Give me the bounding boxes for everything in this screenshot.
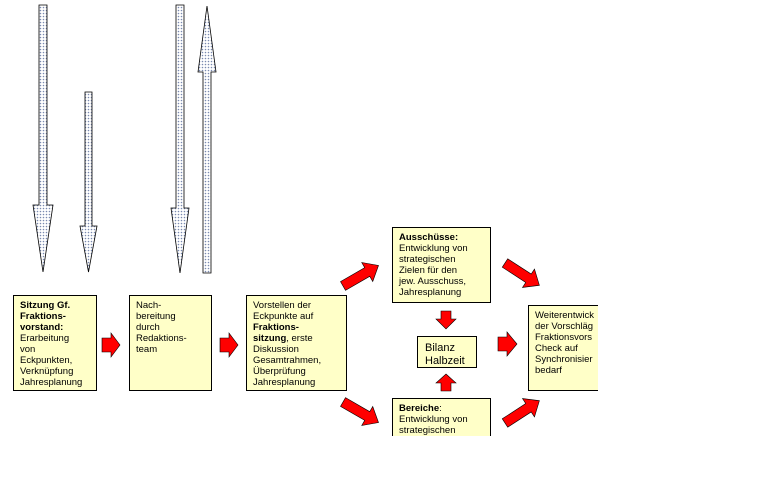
down-arrow-1 — [32, 4, 54, 273]
down-arrow-3 — [170, 4, 190, 274]
nachbereitung-3: durch — [136, 322, 160, 333]
arrows-layer — [32, 4, 540, 428]
vorstellen-pre-2: Eckpunkte auf — [253, 311, 314, 322]
sitzung-box: Sitzung Gf. Fraktions- vorstand: Erarbei… — [13, 295, 97, 391]
bereiche-title-suffix: : — [439, 403, 442, 414]
sitzung-body-1: Erarbeitung — [20, 333, 70, 344]
sitzung-title-line-3: vorstand: — [20, 322, 64, 333]
right-arrow-2 — [219, 332, 239, 358]
down-arrow-bilanz — [435, 310, 457, 330]
diag-arrow-down-right — [501, 258, 540, 288]
bilanz-box: Bilanz Halbzeit — [417, 336, 477, 368]
weiter-5: Synchronisier — [535, 354, 593, 365]
bereiche-box: Bereiche: Entwicklung von strategischen — [392, 398, 491, 436]
nachbereitung-2: bereitung — [136, 311, 176, 322]
vorstellen-bold-2: sitzung — [253, 333, 287, 344]
bilanz-2: Halbzeit — [425, 355, 465, 367]
ausschuesse-2: strategischen — [399, 254, 456, 265]
weiter-4: Check auf — [535, 343, 578, 354]
vorstellen-post-2: Gesamtrahmen, — [253, 355, 322, 366]
vorstellen-box: Vorstellen der Eckpunkte auf Fraktions- … — [246, 295, 347, 391]
bereiche-1: Entwicklung von — [399, 414, 468, 425]
diag-arrow-up-left — [340, 262, 379, 291]
ausschuesse-title: Ausschüsse: — [399, 232, 459, 243]
down-arrow-2 — [79, 91, 98, 273]
weiter-2: der Vorschläg — [535, 321, 594, 332]
sitzung-body-5: Jahresplanung — [20, 377, 83, 388]
sitzung-body-2: von — [20, 344, 36, 355]
bereiche-2: strategischen — [399, 425, 456, 436]
ausschuesse-box: Ausschüsse: Entwicklung von strategische… — [392, 227, 491, 303]
nachbereitung-4: Redaktions- — [136, 333, 187, 344]
sitzung-body-4: Verknüpfung — [20, 366, 74, 377]
right-arrow-1 — [101, 332, 121, 358]
weiter-1: Weiterentwick — [535, 310, 594, 321]
bilanz-1: Bilanz — [425, 342, 455, 354]
ausschuesse-4: jew. Ausschuss, — [399, 276, 467, 287]
up-arrow-bilanz — [435, 373, 457, 392]
ausschuesse-5: Jahresplanung — [399, 287, 462, 298]
vorstellen-pre-1: Vorstellen der — [253, 300, 312, 311]
nachbereitung-1: Nach- — [136, 300, 162, 311]
diag-arrow-down-left — [340, 397, 379, 426]
sitzung-body-3: Eckpunkten, — [20, 355, 73, 366]
vorstellen-post-1: Diskussion — [253, 344, 299, 355]
diagram-canvas: Sitzung Gf. Fraktions- vorstand: Erarbei… — [13, 4, 598, 436]
weiter-3: Fraktionsvors — [535, 332, 593, 343]
vorstellen-post-3: Überprüfung — [253, 366, 306, 377]
nachbereitung-5: team — [136, 344, 158, 355]
nachbereitung-box: Nach- bereitung durch Redaktions- team — [129, 295, 212, 391]
sitzung-title-line-1: Sitzung Gf. — [20, 300, 71, 311]
ausschuesse-3: Zielen für den — [399, 265, 458, 276]
diag-arrow-up-right — [501, 398, 540, 428]
weiterentwicklung-box: Weiterentwick der Vorschläg Fraktionsvor… — [528, 305, 598, 391]
ausschuesse-1: Entwicklung von — [399, 243, 468, 254]
vorstellen-post-first: , erste — [286, 333, 313, 344]
weiter-6: bedarf — [535, 365, 562, 376]
bereiche-title: Bereiche — [399, 403, 440, 414]
up-arrow-1 — [197, 5, 217, 274]
sitzung-title-line-2: Fraktions- — [20, 311, 66, 322]
vorstellen-post-4: Jahresplanung — [253, 377, 316, 388]
vorstellen-bold-1: Fraktions- — [253, 322, 299, 333]
right-arrow-3 — [497, 331, 518, 357]
